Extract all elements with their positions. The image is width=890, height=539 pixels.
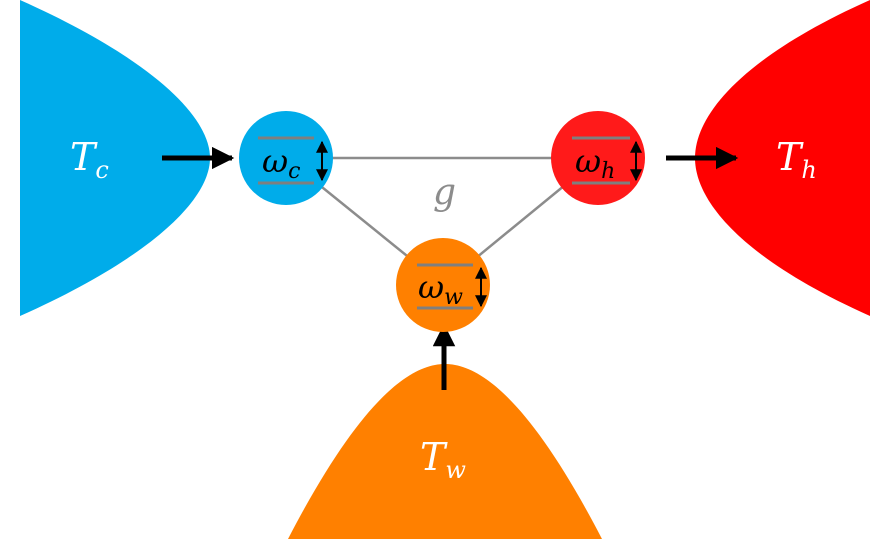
- work-bath: [288, 364, 602, 539]
- work-bath-label: Tw: [420, 435, 466, 484]
- qubit-work: ωw: [396, 238, 490, 332]
- coupling-label: g: [433, 172, 456, 213]
- qubit-cold-label: ωc: [262, 142, 300, 184]
- cold-bath-label: Tc: [70, 135, 109, 184]
- qubit-cold: ωc: [239, 111, 333, 205]
- cold-bath: [20, 0, 210, 316]
- qubit-hot: ωh: [551, 111, 645, 205]
- qubit-work-label: ωw: [418, 268, 463, 310]
- hot-bath-label: Th: [776, 135, 817, 184]
- qubit-hot-label: ωh: [575, 142, 615, 184]
- hot-bath: [695, 0, 870, 316]
